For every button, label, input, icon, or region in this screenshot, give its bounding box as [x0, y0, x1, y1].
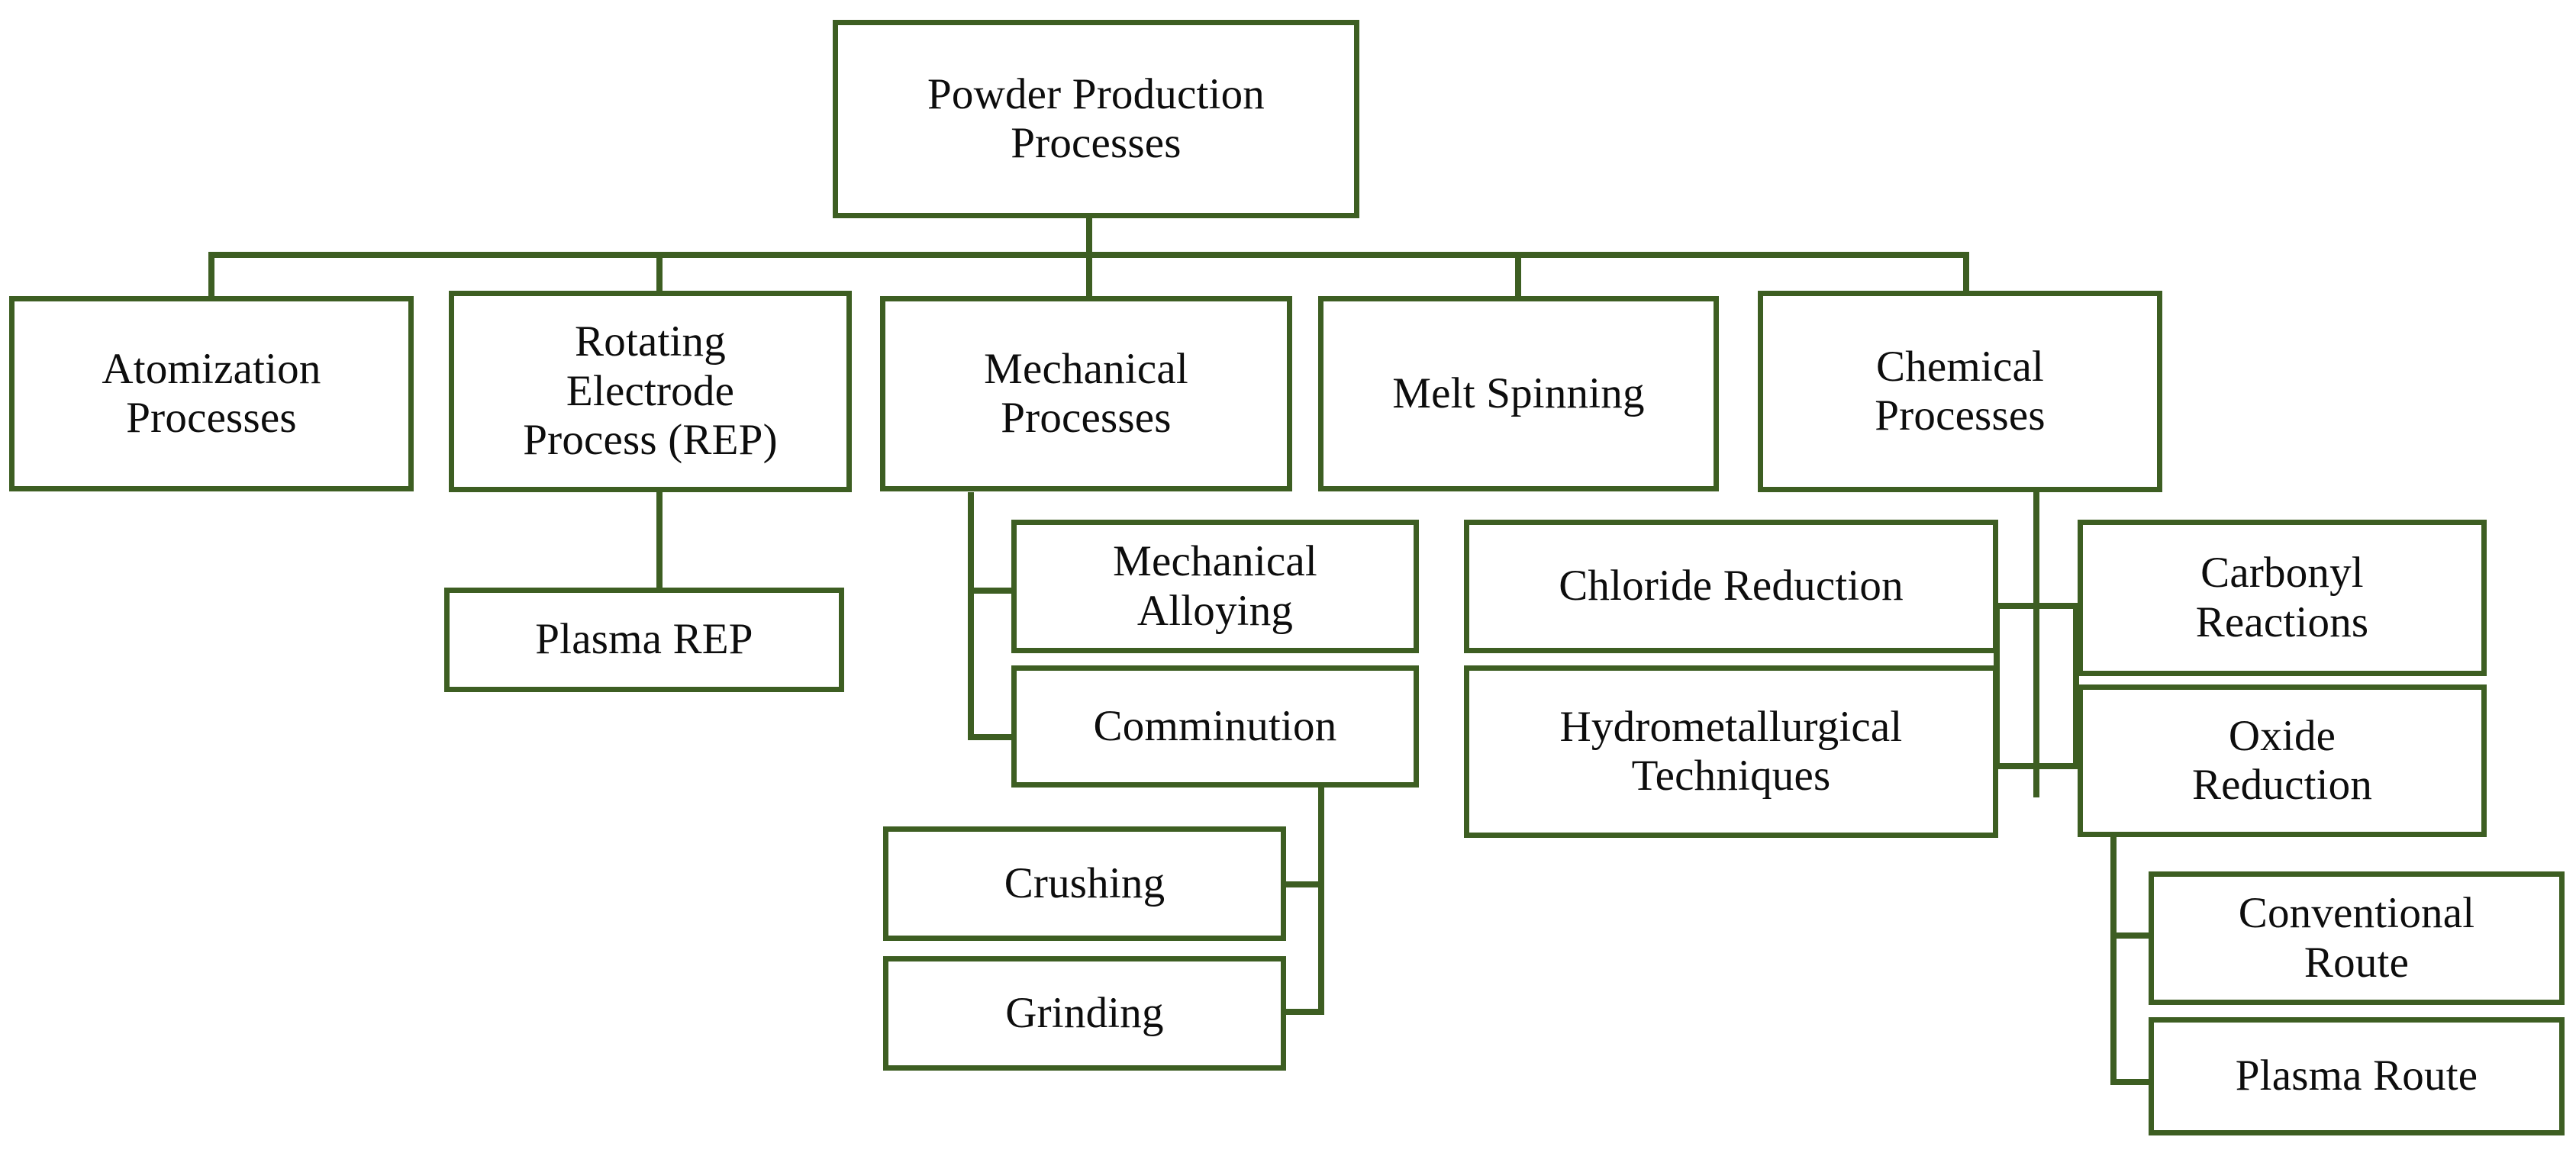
node-chemical-processes[interactable]: Chemical Processes	[1758, 291, 2162, 492]
node-mechanical-processes[interactable]: Mechanical Processes	[880, 296, 1292, 491]
connector-drop-chemical	[1963, 252, 1969, 299]
node-label: Chloride Reduction	[1559, 562, 1904, 610]
node-mechanical-alloying[interactable]: Mechanical Alloying	[1011, 520, 1419, 653]
node-label: Grinding	[1005, 988, 1164, 1037]
node-label: Conventional Route	[2238, 889, 2475, 987]
connector-mechanical-trunk	[968, 492, 974, 740]
node-rotating-electrode-process[interactable]: Rotating Electrode Process (REP)	[449, 291, 852, 492]
node-label: Oxide Reduction	[2191, 711, 2373, 809]
connector-chemical-trunk	[2033, 492, 2039, 797]
connector-comminution-to-crushing	[1278, 881, 1324, 887]
node-label: Plasma REP	[535, 615, 753, 664]
node-label: Rotating Electrode Process (REP)	[523, 317, 778, 465]
connector-chemical-right-riser	[2073, 603, 2079, 769]
connector-chemical-to-chloride-reduction	[1994, 603, 2039, 609]
connector-mechanical-to-comminution	[968, 734, 1014, 740]
node-conventional-route[interactable]: Conventional Route	[2149, 871, 2565, 1005]
node-label: Plasma Route	[2235, 1052, 2478, 1100]
node-chloride-reduction[interactable]: Chloride Reduction	[1464, 520, 1998, 653]
connector-drop-melt-spinning	[1515, 252, 1521, 299]
node-label: Powder Production Processes	[927, 69, 1265, 167]
connector-drop-rep	[656, 252, 663, 299]
node-label: Crushing	[1004, 858, 1165, 907]
connector-drop-mechanical	[1086, 252, 1092, 299]
node-label: Atomization Processes	[102, 344, 321, 442]
node-label: Mechanical Processes	[984, 344, 1188, 442]
node-label: Hydrometallurgical Techniques	[1559, 702, 1903, 800]
connector-drop-atomization	[208, 252, 214, 299]
connector-root-stem	[1086, 215, 1092, 256]
connector-oxide-trunk	[2110, 833, 2117, 1085]
connector-oxide-to-plasma-route	[2110, 1079, 2156, 1085]
node-crushing[interactable]: Crushing	[883, 826, 1286, 941]
node-oxide-reduction[interactable]: Oxide Reduction	[2078, 684, 2487, 837]
connector-rep-to-plasma-rep	[656, 492, 663, 589]
node-carbonyl-reactions[interactable]: Carbonyl Reactions	[2078, 520, 2487, 676]
node-comminution[interactable]: Comminution	[1011, 665, 1419, 788]
node-atomization-processes[interactable]: Atomization Processes	[9, 296, 414, 491]
connector-comminution-trunk	[1318, 786, 1324, 1015]
connector-oxide-to-conventional-route	[2110, 932, 2156, 939]
connector-chemical-to-oxide-reduction	[2033, 763, 2079, 769]
node-plasma-rep[interactable]: Plasma REP	[444, 588, 844, 692]
node-label: Mechanical Alloying	[1113, 537, 1317, 635]
connector-chemical-to-carbonyl	[2033, 603, 2079, 609]
node-melt-spinning[interactable]: Melt Spinning	[1318, 296, 1719, 491]
connector-comminution-to-grinding	[1278, 1009, 1324, 1015]
node-hydrometallurgical-techniques[interactable]: Hydrometallurgical Techniques	[1464, 665, 1998, 838]
node-label: Carbonyl Reactions	[2195, 549, 2369, 646]
node-plasma-route[interactable]: Plasma Route	[2149, 1017, 2565, 1135]
node-grinding[interactable]: Grinding	[883, 956, 1286, 1071]
node-label: Melt Spinning	[1392, 369, 1645, 417]
node-label: Chemical Processes	[1875, 342, 2046, 440]
node-powder-production-processes[interactable]: Powder Production Processes	[833, 20, 1359, 218]
connector-mechanical-to-alloying	[968, 588, 1014, 594]
connector-chemical-to-hydrometallurgical	[1994, 763, 2039, 769]
node-label: Comminution	[1093, 701, 1337, 750]
